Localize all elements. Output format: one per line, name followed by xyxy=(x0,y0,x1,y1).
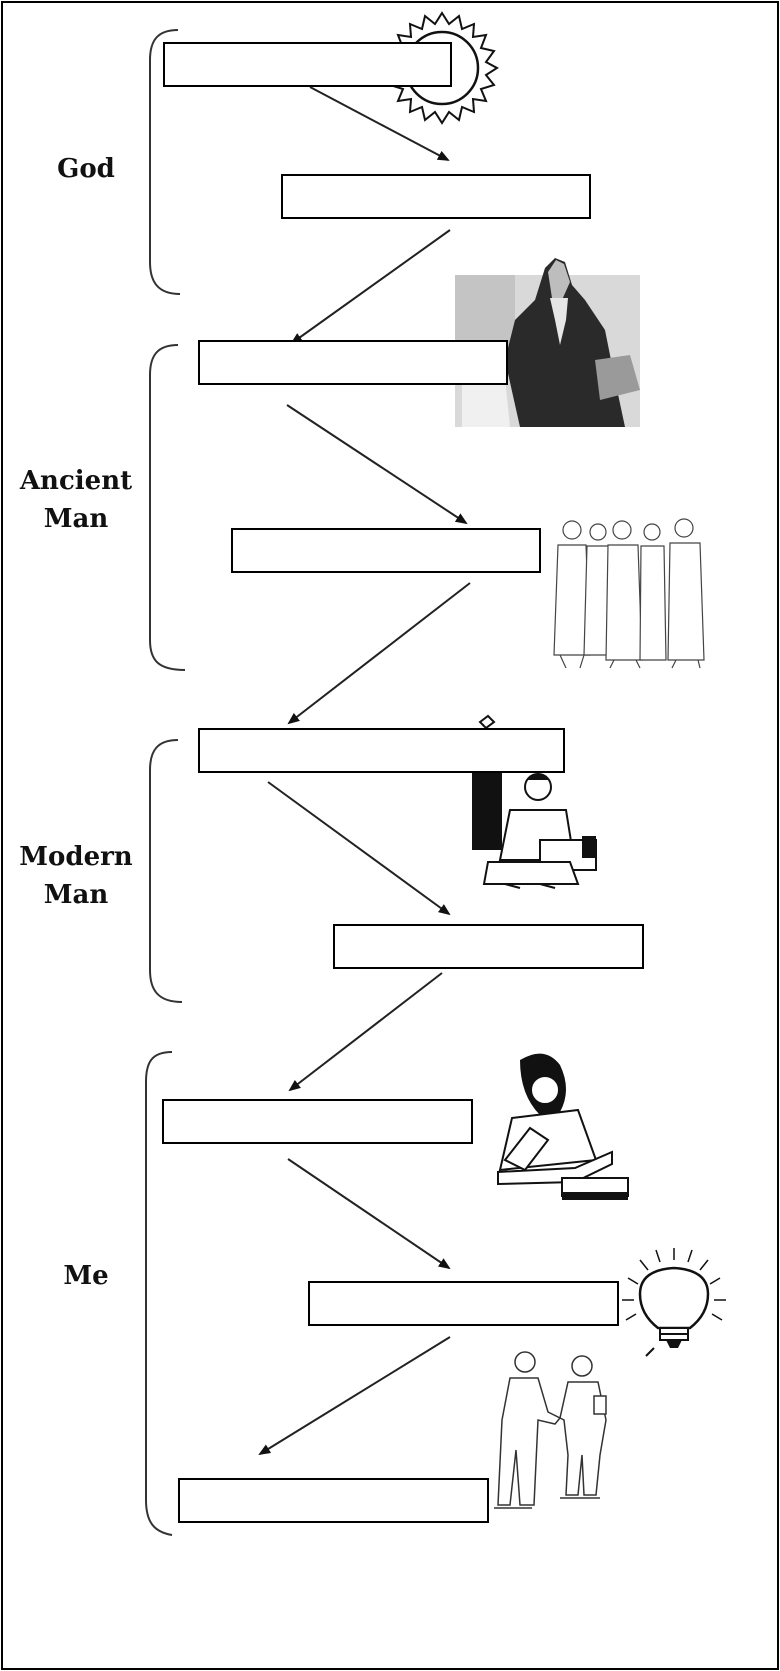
blank-box-3[interactable] xyxy=(198,340,508,385)
arrow-6 xyxy=(288,972,443,1092)
arrow-4 xyxy=(287,582,471,725)
blank-box-9[interactable] xyxy=(178,1478,489,1523)
bracket-ancient-man xyxy=(149,344,186,671)
light-bulb-icon xyxy=(622,1248,726,1357)
robed-group-icon xyxy=(553,518,705,669)
bracket-me xyxy=(145,1051,173,1536)
arrow-8 xyxy=(258,1336,451,1456)
bracket-god xyxy=(149,29,181,295)
blank-box-2[interactable] xyxy=(281,174,591,219)
blank-box-4[interactable] xyxy=(231,528,541,573)
stage-label-modern-man: Modern Man xyxy=(19,842,133,910)
blank-box-5[interactable] xyxy=(198,728,565,773)
blank-box-8[interactable] xyxy=(308,1281,619,1326)
arrow-5 xyxy=(267,781,451,916)
blank-box-6[interactable] xyxy=(333,924,644,969)
handshake-icon xyxy=(494,1351,607,1509)
arrow-1 xyxy=(309,86,450,161)
woman-reading-icon xyxy=(497,1053,629,1200)
man-at-computer-icon xyxy=(472,714,597,889)
blank-box-1[interactable] xyxy=(163,42,452,87)
arrow-7 xyxy=(287,1158,451,1270)
bracket-modern-man xyxy=(149,739,183,1003)
arrow-2 xyxy=(290,229,451,345)
blank-box-7[interactable] xyxy=(162,1099,473,1144)
stage-label-ancient-man: Ancient Man xyxy=(19,466,133,534)
stage-label-me: Me xyxy=(63,1261,109,1291)
stage-label-god: God xyxy=(57,154,115,184)
arrow-3 xyxy=(286,404,468,525)
